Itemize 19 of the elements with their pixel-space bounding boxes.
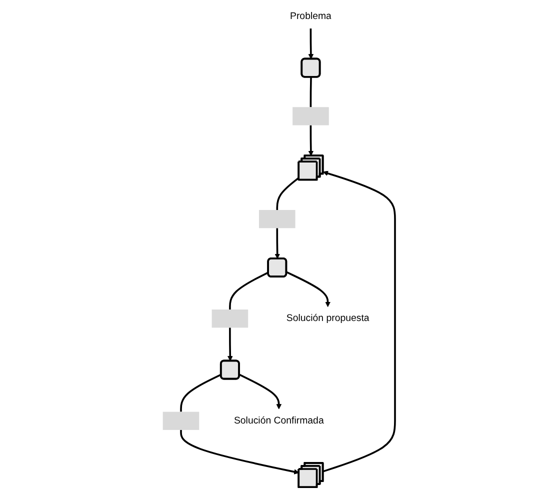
- connector: [309, 77, 312, 108]
- node-text: Solución Confirmada: [234, 415, 324, 426]
- arrow: [308, 125, 314, 156]
- node-text: Problema: [290, 11, 332, 22]
- node-bar: [292, 107, 328, 126]
- node-bar: [162, 412, 199, 430]
- arrow: [308, 28, 314, 60]
- connector: [228, 272, 268, 310]
- node-bar: [258, 210, 295, 228]
- arrow: [227, 328, 232, 362]
- connector: [276, 177, 300, 210]
- arrow: [274, 228, 280, 259]
- arrow: [286, 271, 330, 308]
- node-text: Solución propuesta: [286, 313, 369, 324]
- arrow: [180, 430, 299, 474]
- arrow: [238, 374, 282, 410]
- node-bar: [211, 310, 248, 328]
- arrow: [322, 170, 396, 472]
- connector: [180, 374, 222, 412]
